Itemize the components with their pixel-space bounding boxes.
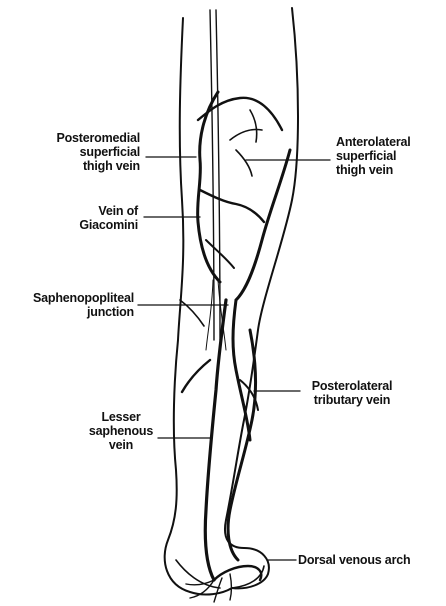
label-saphenopopliteal: Saphenopopliteal junction — [14, 291, 134, 319]
label-posteromedial: Posteromedial superficial thigh vein — [36, 131, 140, 173]
label-giacomini: Vein of Giacomini — [60, 204, 138, 232]
anterolateral-vein — [236, 150, 290, 300]
label-anterolateral: Anterolateral superficial thigh vein — [336, 135, 411, 177]
dorsal-venous-arch — [214, 566, 261, 580]
lesser-saphenous-vein — [205, 300, 226, 580]
central-trunk-2 — [216, 10, 220, 340]
foot-veins — [186, 574, 232, 602]
label-dorsal: Dorsal venous arch — [298, 553, 410, 567]
posteromedial-vein — [198, 92, 220, 282]
crossing-branch-1 — [200, 190, 264, 222]
branch-knee-left — [182, 360, 210, 392]
label-posterolateral: Posterolateral tributary vein — [300, 379, 404, 407]
posterolateral-tributary — [228, 330, 256, 560]
giacomini-vein — [233, 300, 250, 440]
label-lesser: Lesser saphenous vein — [86, 410, 156, 452]
